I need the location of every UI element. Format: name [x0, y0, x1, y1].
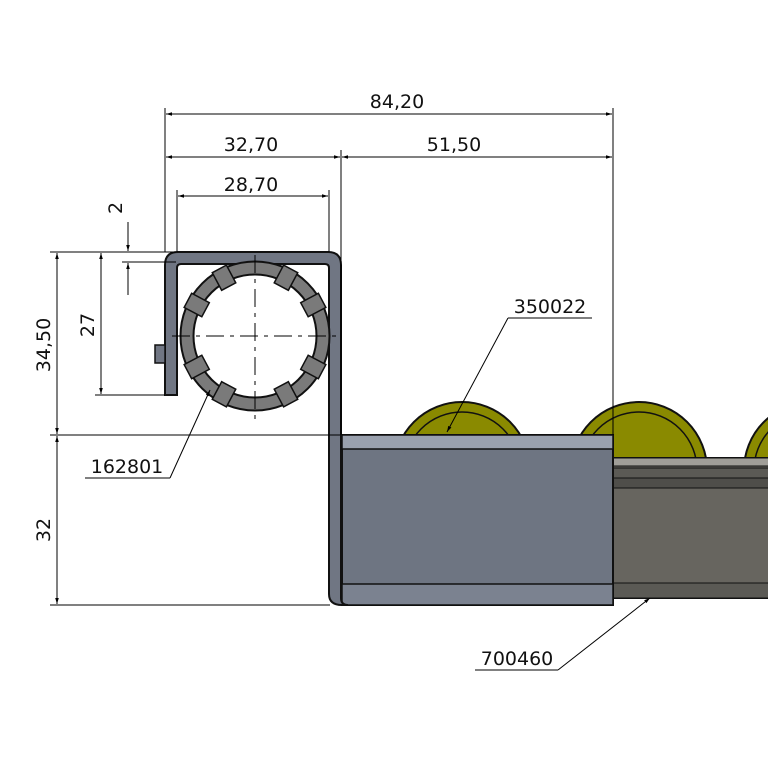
tube-notch — [183, 354, 211, 380]
extension-lines — [50, 108, 614, 606]
dim-tube-height: 27 — [77, 313, 99, 337]
tube-notch — [273, 264, 299, 292]
tube-notch — [183, 292, 211, 318]
side-profile-box — [341, 434, 614, 606]
dim-bracket-height: 34,50 — [33, 318, 55, 372]
dim-bracket-width: 32,70 — [224, 134, 278, 156]
dim-tube-width: 28,70 — [224, 174, 278, 196]
callout-roller-label: 350022 — [514, 296, 587, 318]
callout-rail: 700460 — [475, 597, 651, 671]
dim-overall-width: 84,20 — [370, 91, 424, 113]
tube-notch — [211, 264, 237, 292]
callout-tube-profile-label: 162801 — [91, 456, 164, 478]
tube-notch — [273, 380, 299, 408]
tube-notch — [211, 380, 237, 408]
tube-notch — [299, 354, 327, 380]
rail-profile — [611, 457, 768, 599]
callout-tube-profile: 162801 — [85, 389, 211, 479]
tube-profile — [172, 255, 340, 420]
dimension-lines — [55, 112, 612, 604]
tube-notch — [299, 292, 327, 318]
dim-conveyor-width: 51,50 — [427, 134, 481, 156]
callout-roller: 350022 — [446, 296, 592, 433]
tube-notches — [183, 264, 327, 408]
bolt-icon — [154, 344, 166, 364]
dim-rail-height: 32 — [33, 518, 55, 542]
callout-rail-label: 700460 — [481, 648, 554, 670]
dim-sheet-thickness: 2 — [105, 202, 127, 214]
bracket-sheet — [154, 251, 349, 606]
